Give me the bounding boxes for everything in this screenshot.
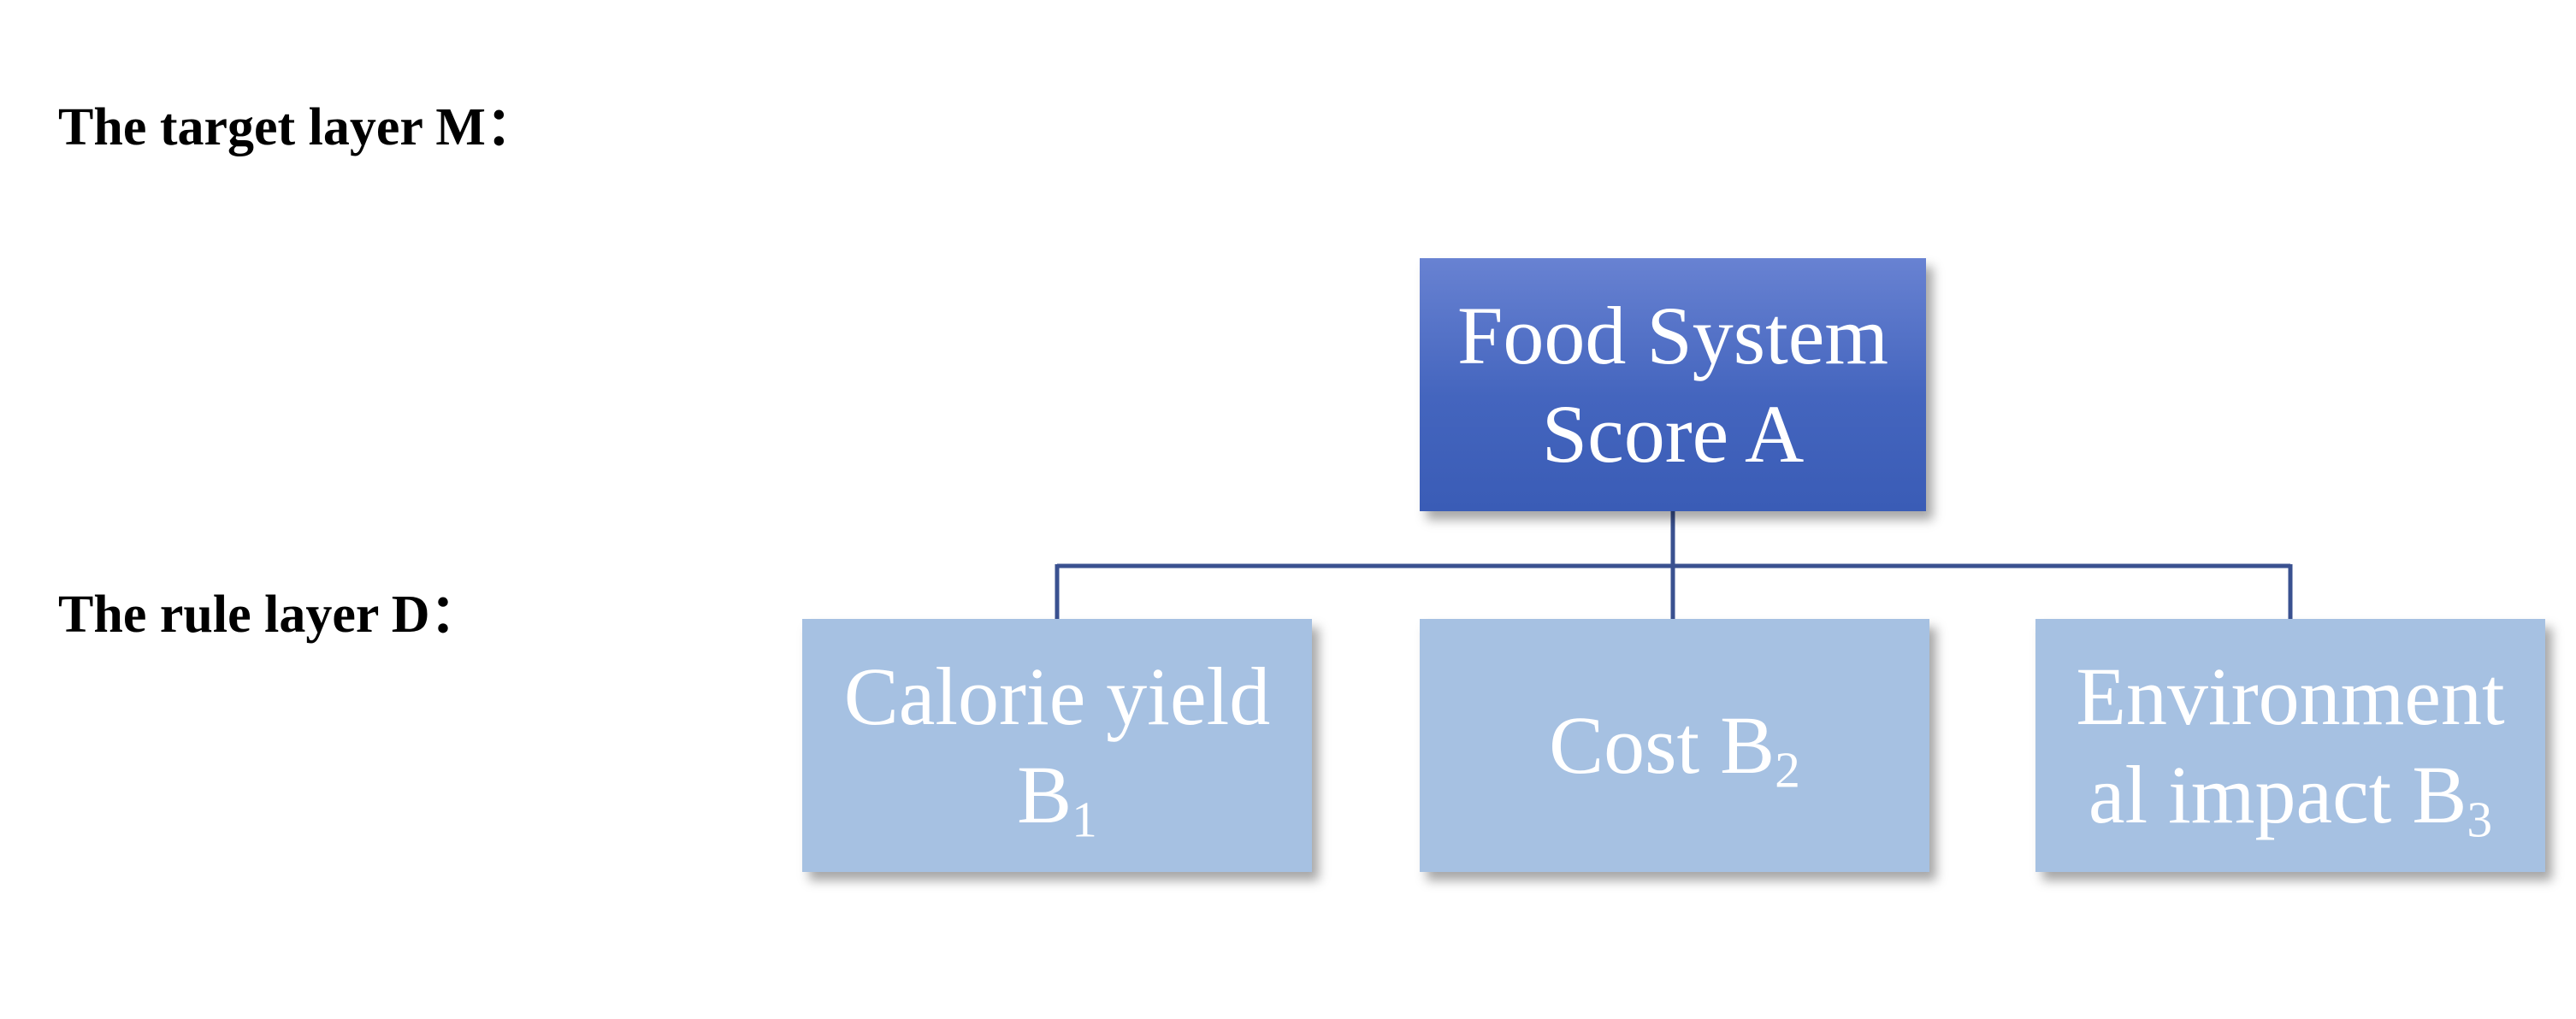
node-calorie-yield-subscript: 1 bbox=[1072, 791, 1097, 848]
target-layer-label: The target layer M： bbox=[58, 98, 539, 156]
rule-layer-label: The rule layer D： bbox=[58, 586, 483, 644]
node-cost-label: Cost B bbox=[1549, 699, 1775, 792]
node-calorie-yield-symbol: B bbox=[1017, 749, 1072, 840]
node-cost-line1: Cost B2 bbox=[1549, 696, 1800, 795]
node-environmental-impact-line2: al impact B3 bbox=[2076, 745, 2504, 845]
node-cost: Cost B2 bbox=[1420, 619, 1929, 872]
node-environmental-impact: Environment al impact B3 bbox=[2035, 619, 2545, 872]
node-environmental-impact-line1: Environment bbox=[2076, 650, 2505, 742]
node-calorie-yield: Calorie yield B1 bbox=[802, 619, 1312, 872]
node-calorie-yield-line2: B1 bbox=[844, 745, 1271, 845]
node-food-system-score-line2: Score A bbox=[1541, 388, 1805, 480]
node-environmental-impact-subscript: 3 bbox=[2467, 791, 2493, 848]
node-food-system-score: Food System Score A bbox=[1420, 258, 1926, 511]
node-food-system-score-line1: Food System bbox=[1456, 289, 1889, 381]
node-calorie-yield-line1: Calorie yield bbox=[843, 650, 1271, 742]
node-cost-subscript: 2 bbox=[1775, 742, 1800, 799]
node-environmental-impact-label: al impact B bbox=[2088, 749, 2467, 840]
